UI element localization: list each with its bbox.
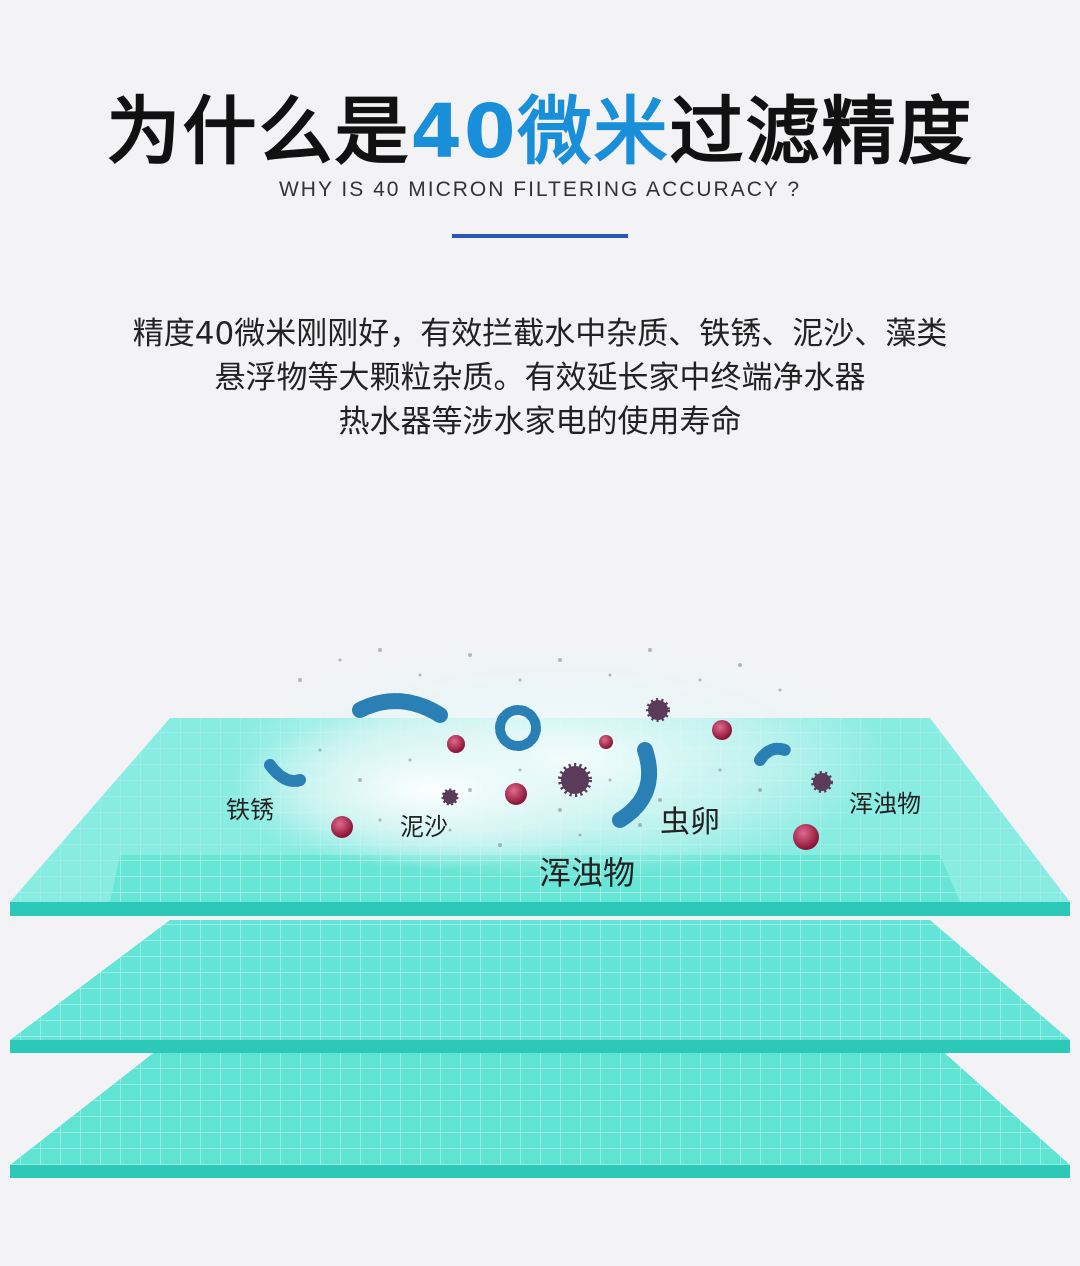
dust-cloud <box>230 640 890 880</box>
germ-particles <box>441 698 833 806</box>
label-turbid-center: 浑浊物 <box>539 854 635 892</box>
title-prefix: 为什么是 <box>106 89 411 175</box>
description-line-3: 热水器等涉水家电的使用寿命 <box>338 404 742 441</box>
filter-layer-middle <box>10 920 1070 1053</box>
red-particles <box>331 720 819 850</box>
page-title: 为什么是40微米过滤精度 <box>0 89 1080 175</box>
filter-layer-bottom <box>10 1040 1070 1178</box>
worm-particles <box>264 693 791 828</box>
page-subtitle: WHY IS 40 MICRON FILTERING ACCURACY ? <box>278 178 802 201</box>
filter-layers-illustration: 铁锈 泥沙 虫卵 浑浊物 浑浊物 <box>10 640 1070 1178</box>
label-sand: 泥沙 <box>400 813 448 841</box>
description-line-2: 悬浮物等大颗粒杂质。有效延长家中终端净水器 <box>214 360 866 397</box>
label-turbid-right: 浑浊物 <box>849 790 921 818</box>
label-rust: 铁锈 <box>226 796 274 824</box>
title-divider <box>452 234 628 238</box>
title-highlight: 40微米 <box>410 89 670 175</box>
label-eggs: 虫卵 <box>660 805 720 840</box>
title-suffix: 过滤精度 <box>669 89 974 175</box>
description-line-1: 精度40微米刚刚好，有效拦截水中杂质、铁锈、泥沙、藻类 <box>132 316 948 352</box>
description: 精度40微米刚刚好，有效拦截水中杂质、铁锈、泥沙、藻类 悬浮物等大颗粒杂质。有效… <box>0 312 1080 444</box>
